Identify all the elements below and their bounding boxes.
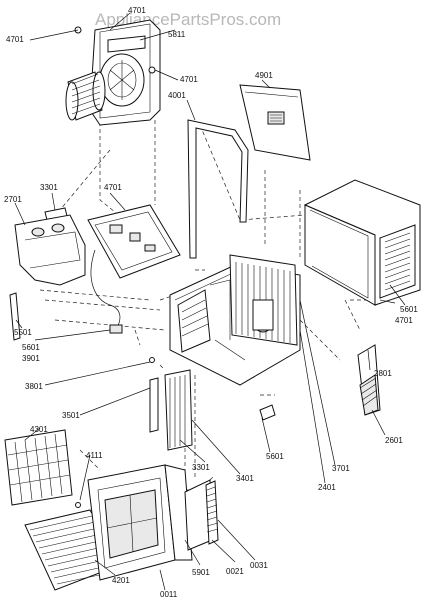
evaporator-coil xyxy=(149,369,193,451)
callout-5901: 5901 xyxy=(192,568,210,577)
callout-4111: 4111 xyxy=(86,451,103,460)
leader-lines xyxy=(14,12,406,591)
support-strip xyxy=(9,292,21,341)
control-board-panel xyxy=(87,204,181,334)
callout-3401: 3401 xyxy=(236,474,254,483)
blower-wheel xyxy=(65,71,106,121)
callout-labels: 4701 4701 5811 4701 4001 4901 3301 2701 … xyxy=(4,6,418,599)
hardware-screws xyxy=(74,26,156,508)
callout-5501: 5501 xyxy=(14,328,32,337)
outer-cabinet xyxy=(303,179,421,306)
callout-0021: 0021 xyxy=(226,567,244,576)
callout-4701-left: 4701 xyxy=(6,35,24,44)
callout-4901: 4901 xyxy=(255,71,273,80)
air-filter xyxy=(4,429,73,506)
callout-2401: 2401 xyxy=(318,483,336,492)
clip xyxy=(259,404,276,421)
control-box-housing xyxy=(14,207,86,286)
callout-3701: 3701 xyxy=(332,464,350,473)
cover-panel xyxy=(239,84,311,161)
callout-0031: 0031 xyxy=(250,561,268,570)
callout-3501: 3501 xyxy=(62,411,80,420)
callout-3801: 3801 xyxy=(25,382,43,391)
callout-4701-fan: 4701 xyxy=(180,75,198,84)
chassis-base xyxy=(169,254,301,386)
damper-assembly xyxy=(357,344,381,416)
callout-4701-ctrl: 4701 xyxy=(104,183,122,192)
callout-5601-right: 5601 xyxy=(400,305,418,314)
callout-3301-top: 3301 xyxy=(40,183,58,192)
gasket-seal xyxy=(187,119,249,259)
callout-5601-low: 5601 xyxy=(266,452,284,461)
callout-4301: 4301 xyxy=(30,425,48,434)
callout-5811: 5811 xyxy=(168,30,186,39)
callout-5601-mid: 5601 xyxy=(22,343,40,352)
callout-3901: 3901 xyxy=(22,354,40,363)
callout-2601: 2601 xyxy=(385,436,403,445)
side-curtain xyxy=(184,479,219,551)
callout-0011: 0011 xyxy=(160,590,178,599)
callout-4701-top: 4701 xyxy=(128,6,146,15)
callout-3301-bottom: 3301 xyxy=(192,463,210,472)
callout-4201: 4201 xyxy=(112,576,130,585)
front-frame xyxy=(87,464,193,581)
callout-4001: 4001 xyxy=(168,91,186,100)
callout-2701: 2701 xyxy=(4,195,22,204)
callout-4701-right: 4701 xyxy=(395,316,413,325)
callout-2801: 2801 xyxy=(374,369,392,378)
